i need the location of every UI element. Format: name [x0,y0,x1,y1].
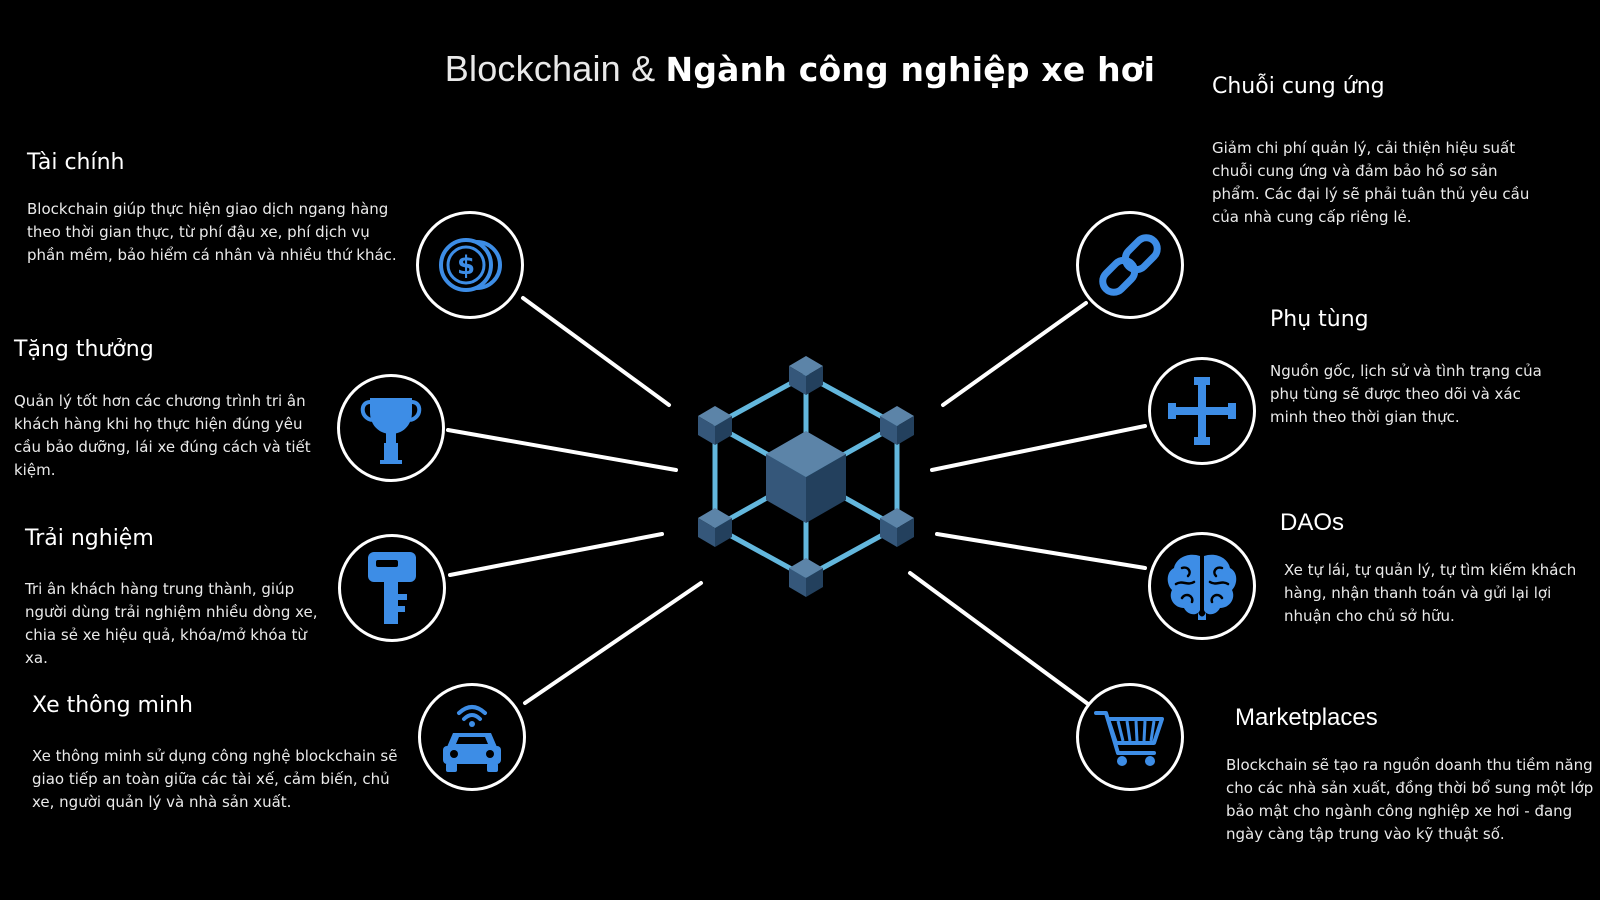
small-cube [880,508,914,547]
supply-chain-heading: Chuỗi cung ứng [1212,74,1385,99]
small-cube [789,356,823,395]
title-bold: Ngành công nghiệp xe hơi [665,50,1156,89]
coins-dollar-icon: $ [439,238,502,292]
center-cube [766,431,846,523]
title-light: Blockchain & [444,48,666,89]
connector-experience [448,532,664,577]
connector-rewards [446,428,678,472]
marketplaces-heading: Marketplaces [1235,704,1378,731]
experience-heading: Trải nghiệm [25,526,154,551]
trophy-icon [360,398,422,464]
page-title: Blockchain & Ngành công nghiệp xe hơi [0,48,1600,90]
smart-car-description: Xe thông minh sử dụng công nghệ blockcha… [32,747,398,811]
marketplaces-icon-circle [1076,683,1184,791]
small-cube [880,406,914,445]
rewards-icon-circle [337,374,445,482]
small-cube [698,406,732,445]
small-cube [698,508,732,547]
small-cube [789,558,823,597]
brain-icon [1167,554,1237,620]
connector-marketplaces [908,571,1090,706]
supply-chain-icon-circle [1076,211,1184,319]
connector-parts [930,424,1147,472]
shopping-cart-icon [1094,711,1164,766]
connector-supply-chain [941,301,1088,407]
connector-finance [521,296,671,407]
supply-chain-description: Giảm chi phí quản lý, cải thiện hiệu suấ… [1212,139,1530,226]
connected-car-icon [443,705,501,772]
rewards-description: Quản lý tốt hơn các chương trình tri ân … [14,392,311,479]
daos-heading: DAOs [1280,509,1345,536]
experience-description: Tri ân khách hàng trung thành, giúp ngườ… [25,580,318,667]
finance-description: Blockchain giúp thực hiện giao dịch ngan… [27,200,397,264]
daos-icon-circle [1148,532,1256,640]
finance-icon-circle: $ [416,211,524,319]
lug-wrench-icon [1168,377,1236,445]
smart-car-heading: Xe thông minh [32,693,193,718]
parts-icon-circle [1148,357,1256,465]
finance-heading: Tài chính [27,150,125,175]
connector-smart-car [523,581,703,705]
marketplaces-description: Blockchain sẽ tạo ra nguồn doanh thu tiề… [1226,756,1594,843]
svg-text:$: $ [457,251,475,281]
parts-heading: Phụ tùng [1270,307,1369,332]
parts-description: Nguồn gốc, lịch sử và tình trạng của phụ… [1270,362,1542,426]
daos-description: Xe tự lái, tự quản lý, tự tìm kiếm khách… [1284,561,1577,625]
connector-daos [935,532,1147,570]
smart-car-icon-circle [418,683,526,791]
rewards-heading: Tặng thưởng [14,337,154,362]
key-icon [368,552,416,624]
chain-link-icon [1099,234,1161,296]
experience-icon-circle [338,534,446,642]
